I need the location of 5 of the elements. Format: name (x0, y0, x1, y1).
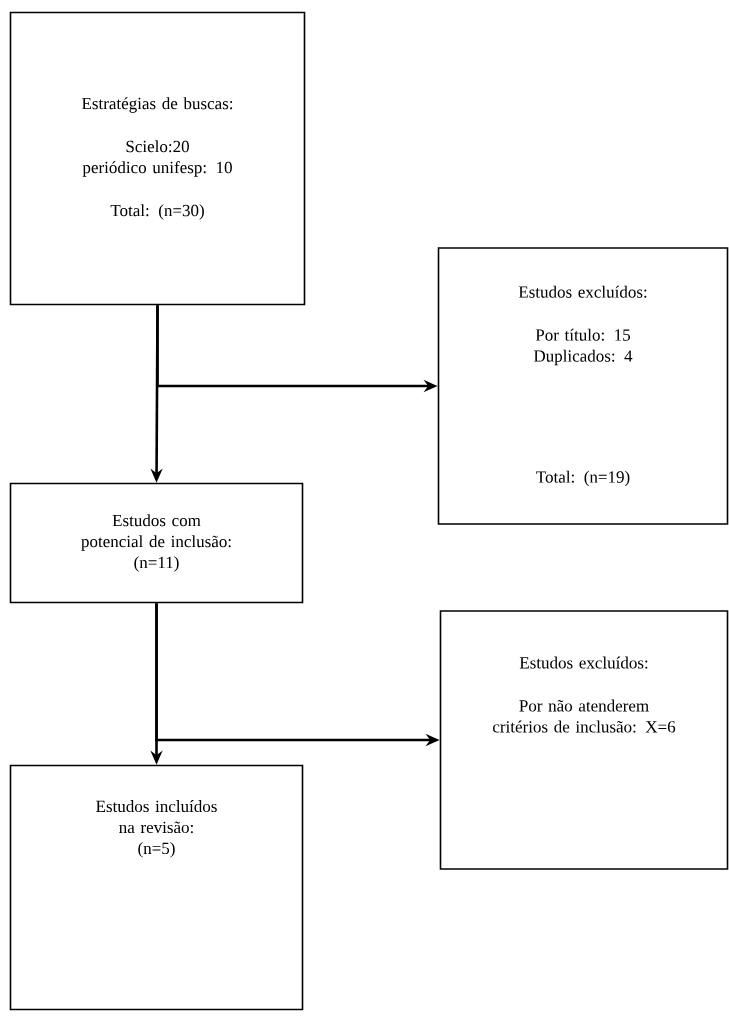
flow-box: Estudos excluídos: Por título: 15 Duplicados: 4 Total: (n=19) (437, 247, 729, 525)
flow-box: Estudos com potencial de inclusão: (n=11) (9, 482, 304, 604)
flow-box: Estudos excluídos: Por não atenderem critérios de inclusão: X=6 (439, 610, 729, 870)
flow-box: Estratégias de buscas: Scielo:20 periódico unifesp: 10 Total: (n=30) (9, 11, 306, 306)
flow-box: Estudos incluídos na revisão: (n=5) (9, 764, 304, 1011)
